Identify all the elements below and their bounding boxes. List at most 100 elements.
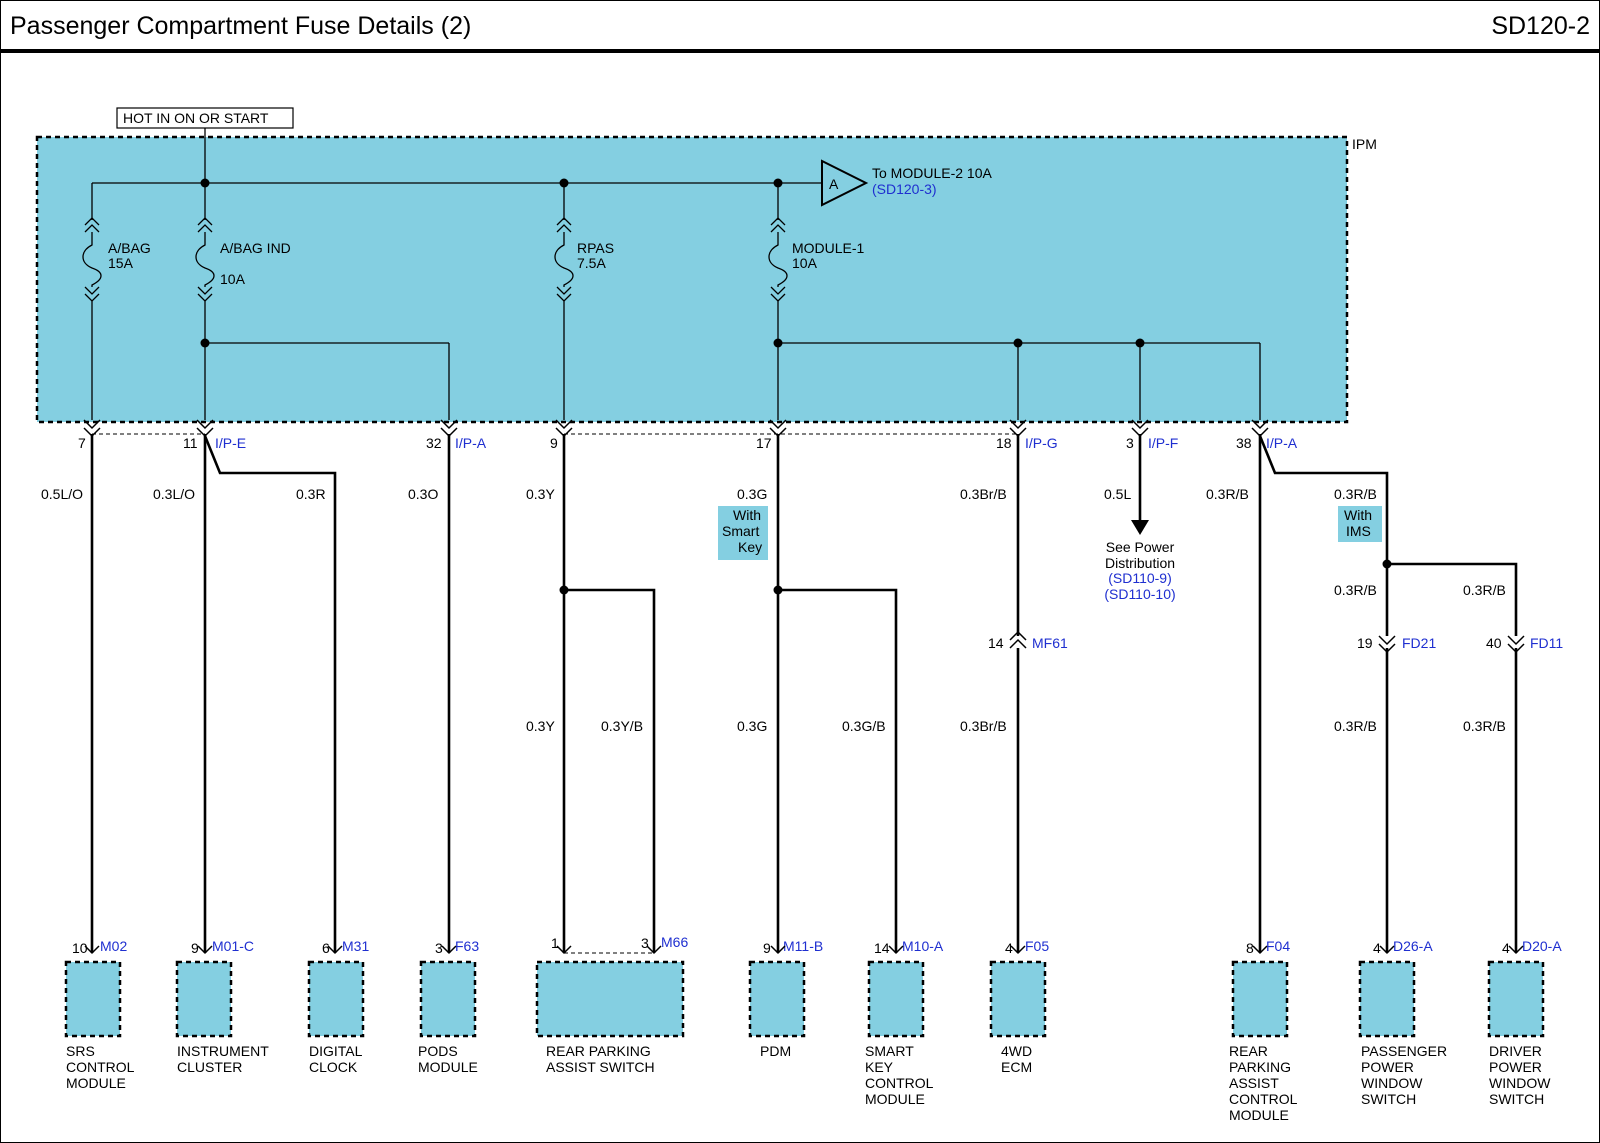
splice-dot-5 <box>773 338 783 348</box>
ecm-connector: F05 <box>1025 938 1049 954</box>
ecm-box <box>989 960 1047 1038</box>
ipm-conn-ipf: I/P-F <box>1148 435 1178 451</box>
rear-switch-connector: M66 <box>661 934 688 950</box>
fuse-module1-name: MODULE-1 <box>792 240 865 256</box>
pdm-box <box>748 960 806 1038</box>
wire-rpas-1: 0.3Y <box>526 718 555 734</box>
ecm-name-l2: ECM <box>1001 1059 1032 1075</box>
ipm-connector-chevron-1 <box>83 419 101 438</box>
fuse-abag-ind-rating: 10A <box>220 271 246 287</box>
rpas-module-connector: F04 <box>1266 938 1290 954</box>
wire-ims: 0.3R/B <box>1334 486 1377 502</box>
splice-dot-3 <box>773 178 783 188</box>
splice-dot-9 <box>773 585 783 595</box>
smart-key-name-l2: KEY <box>865 1059 894 1075</box>
page-title: Passenger Compartment Fuse Details (2) <box>10 12 472 40</box>
wire-ecm: 0.3Br/B <box>960 718 1007 734</box>
driver-switch-name-l4: SWITCH <box>1489 1091 1544 1107</box>
ims-option-l2: IMS <box>1346 523 1371 539</box>
srs-module-box <box>64 960 122 1038</box>
wire-rpas-3: 0.3Y/B <box>601 718 643 734</box>
pods-name-l2: MODULE <box>418 1059 478 1075</box>
fuse-abag-name: A/BAG <box>108 240 151 256</box>
clock-name-l2: CLOCK <box>309 1059 358 1075</box>
splice-dot-4 <box>200 338 210 348</box>
fuse-module1-rating: 10A <box>792 255 818 271</box>
splice-dot-8 <box>559 585 569 595</box>
rpas-module-name-l2: PARKING <box>1229 1059 1291 1075</box>
smart-key-name-l4: MODULE <box>865 1091 925 1107</box>
driver-switch-name-l3: WINDOW <box>1489 1075 1551 1091</box>
component-names: SRS CONTROL MODULE INSTRUMENT CLUSTER DI… <box>66 1043 1551 1123</box>
ipm-connector-chevron-7 <box>1131 419 1149 438</box>
inline-conn-fd21: FD21 <box>1402 635 1436 651</box>
splice-dot-2 <box>559 178 569 188</box>
splice-dot-1 <box>200 178 210 188</box>
driver-switch-connector: D20-A <box>1522 938 1562 954</box>
inline-conn-fd11: FD11 <box>1530 635 1563 651</box>
component-connector-chevron-10 <box>1252 945 1268 955</box>
fuse-abag-rating: 15A <box>108 255 134 271</box>
wire-fd11-bottom: 0.3R/B <box>1463 718 1506 734</box>
ipm-conn-ipe: I/P-E <box>215 435 246 451</box>
component-connector-chevron-1 <box>84 945 100 955</box>
ipm-conn-ipg: I/P-G <box>1025 435 1058 451</box>
cluster-name-l2: CLUSTER <box>177 1059 242 1075</box>
rpas-module-name-l4: CONTROL <box>1229 1091 1298 1107</box>
clock-connector: M31 <box>342 938 369 954</box>
wire-38: 0.3R/B <box>1206 486 1249 502</box>
ipm-pin-38: 38 <box>1236 435 1252 451</box>
ipm-pin-32: 32 <box>426 435 442 451</box>
wire-fd11-top: 0.3R/B <box>1463 582 1506 598</box>
wire-7: 0.5L/O <box>41 486 83 502</box>
ipm-connector-chevron-4 <box>555 419 573 438</box>
smart-key-module-box <box>867 960 925 1038</box>
wire-pdm: 0.3G <box>737 718 767 734</box>
wire-32: 0.3O <box>408 486 438 502</box>
wire-fd21-bottom: 0.3R/B <box>1334 718 1377 734</box>
component-connector-chevron-5 <box>556 945 572 955</box>
rear-parking-switch-box <box>535 960 685 1038</box>
wire-11: 0.3L/O <box>153 486 195 502</box>
connector-a-text: To MODULE-2 10A <box>872 165 992 181</box>
connector-a-letter: A <box>829 176 839 192</box>
wire-9: 0.3Y <box>526 486 555 502</box>
smart-key-pin: 14 <box>874 940 890 956</box>
driver-switch-name-l2: POWER <box>1489 1059 1542 1075</box>
ipm-label: IPM <box>1352 136 1377 152</box>
pdm-pin: 9 <box>763 940 771 956</box>
page-code: SD120-2 <box>1491 12 1590 40</box>
ipm-pin-11: 11 <box>183 435 198 451</box>
rpas-module-name-l1: REAR <box>1229 1043 1268 1059</box>
rear-switch-pin-3: 3 <box>641 935 649 951</box>
fuse-symbol-4 <box>768 217 788 302</box>
ipm-pin-18: 18 <box>996 435 1012 451</box>
fuse-rpas-name: RPAS <box>577 240 614 256</box>
ipm-connector-chevron-5 <box>769 419 787 438</box>
smart-key-name-l3: CONTROL <box>865 1075 934 1091</box>
fuse-symbol-3 <box>554 217 574 302</box>
fuse-symbol-1 <box>82 217 102 302</box>
srs-name-l1: SRS <box>66 1043 95 1059</box>
ipm-connector-chevron-2 <box>196 419 214 438</box>
ipm-pin-3: 3 <box>1126 435 1134 451</box>
power-dist-l2: Distribution <box>1105 555 1175 571</box>
driver-switch-name-l1: DRIVER <box>1489 1043 1542 1059</box>
pods-name-l1: PODS <box>418 1043 458 1059</box>
component-connector-chevron-3 <box>327 945 343 955</box>
ipm-connector-chevron-6 <box>1009 419 1027 438</box>
wire-digital-clock: 0.3R <box>296 486 326 502</box>
passenger-switch-name-l3: WINDOW <box>1361 1075 1423 1091</box>
pdm-name-l1: PDM <box>760 1043 791 1059</box>
fuse-rpas-rating: 7.5A <box>577 255 606 271</box>
splice-dot-10 <box>1382 559 1392 569</box>
passenger-switch-name-l2: POWER <box>1361 1059 1414 1075</box>
component-connector-chevron-2 <box>197 945 213 955</box>
cluster-pin: 9 <box>191 940 199 956</box>
passenger-switch-name-l1: PASSENGER <box>1361 1043 1447 1059</box>
smart-key-name-l1: SMART <box>865 1043 914 1059</box>
inline-pin-14: 14 <box>988 635 1004 651</box>
rpas-module-pin: 8 <box>1246 940 1254 956</box>
digital-clock-box <box>307 960 365 1038</box>
